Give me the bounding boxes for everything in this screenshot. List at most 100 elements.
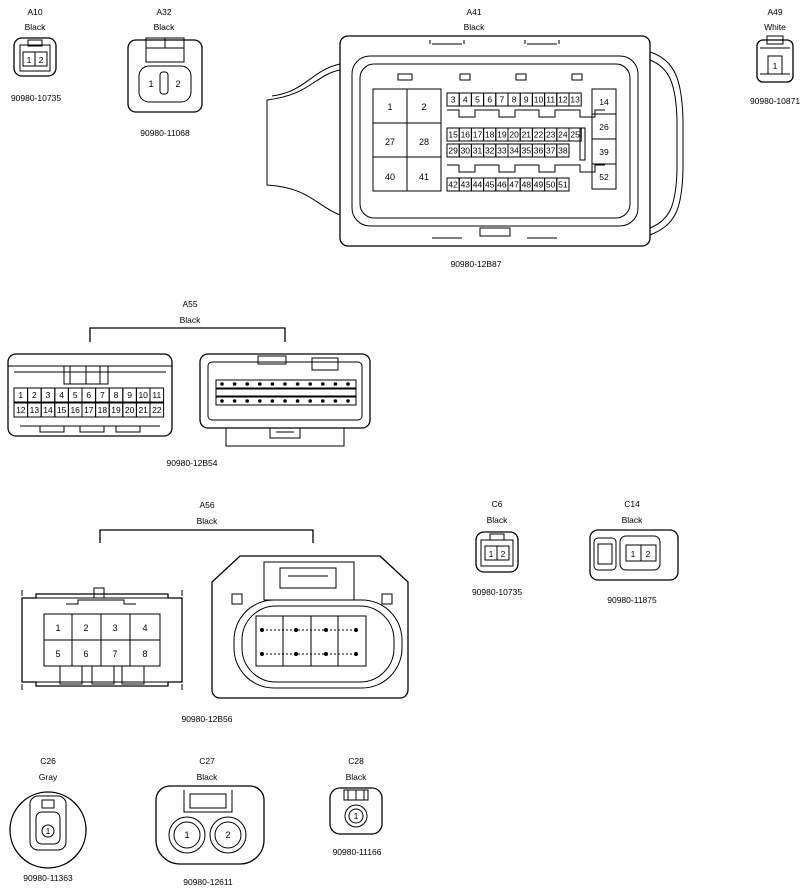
a56-row2-pin: 8 xyxy=(142,649,147,659)
a55-terminal-dot xyxy=(258,399,262,403)
a55-row1-cell xyxy=(149,387,165,403)
a56-row1-pin: 1 xyxy=(55,623,60,633)
a10-code: A10 xyxy=(27,7,42,17)
a55-row1-pin: 11 xyxy=(152,390,161,400)
a55-terminal-dot xyxy=(245,382,249,386)
a41-row2-pin: 23 xyxy=(546,130,556,140)
a49-color: White xyxy=(764,22,786,32)
a41-row3-pin: 32 xyxy=(485,146,495,156)
a41-pin: 1 xyxy=(387,102,392,112)
a41-row3-pin: 29 xyxy=(448,146,458,156)
a55-terminal-dot xyxy=(270,382,275,386)
a41-row3-pin: 36 xyxy=(534,146,544,156)
a41-pin: 40 xyxy=(385,172,395,182)
a41-row1-pin: 11 xyxy=(546,95,555,105)
a55-row2-pin: 13 xyxy=(30,405,40,415)
a41-row3-pin: 31 xyxy=(473,146,483,156)
a41-row2-pin: 24 xyxy=(558,130,568,140)
a41-pin: 39 xyxy=(599,147,609,157)
a32-code: A32 xyxy=(156,7,171,17)
a55-terminal-dot xyxy=(232,382,237,386)
a55-row1-pin: 3 xyxy=(46,390,51,400)
c14-part: 90980-11875 xyxy=(607,595,657,605)
a49-part: 90980-10871 xyxy=(750,96,800,106)
a41-row3-pin: 30 xyxy=(461,146,471,156)
a41-color: Black xyxy=(464,22,486,32)
a55-row2-pin: 20 xyxy=(125,405,135,415)
a55-row1-pin: 7 xyxy=(100,390,105,400)
a55-terminal-dot xyxy=(283,382,287,386)
a55-row2-pin: 15 xyxy=(57,405,67,415)
a41-row3-pin: 34 xyxy=(509,146,519,156)
a49-pin: 1 xyxy=(773,61,778,71)
a41-row4-pin: 47 xyxy=(509,180,519,190)
c27-code: C27 xyxy=(199,756,215,766)
a41-row2-cell xyxy=(568,127,582,142)
a41-pin: 52 xyxy=(599,172,609,182)
a55-row2-pin: 18 xyxy=(98,405,108,415)
a55-part: 90980-12B54 xyxy=(166,458,217,468)
a56-row2-pin: 7 xyxy=(112,649,117,659)
a41-row1-cell xyxy=(568,92,582,107)
a56-row1-pin: 4 xyxy=(142,623,147,633)
a10-part: 90980-10735 xyxy=(11,93,61,103)
connector-c28: C28 Black 1 90980-11166 xyxy=(329,756,383,857)
a55-row2-cell xyxy=(149,402,165,418)
a41-row4-pin: 51 xyxy=(558,180,568,190)
c14-code: C14 xyxy=(624,499,640,509)
a55-terminal-dot xyxy=(308,382,313,386)
a41-row4-pin: 45 xyxy=(485,180,495,190)
a55-terminal-dot xyxy=(220,399,224,403)
a55-terminal-dot xyxy=(333,382,338,386)
a41-row3-pin: 38 xyxy=(558,146,568,156)
a41-row3-pin: 37 xyxy=(546,146,556,156)
connector-a49: A49 White 1 90980-10871 xyxy=(750,7,800,106)
a56-row-2: 5 6 7 8 xyxy=(55,649,147,659)
a41-row2-pin: 16 xyxy=(461,130,471,140)
a55-terminal-dot xyxy=(308,399,313,403)
a41-pin: 2 xyxy=(421,102,426,112)
a55-terminal-dot xyxy=(232,399,237,403)
a41-row4-pin: 42 xyxy=(448,180,458,190)
a56-row2-pin: 6 xyxy=(83,649,88,659)
a55-row1-pin: 1 xyxy=(18,390,23,400)
c28-color: Black xyxy=(346,772,368,782)
a55-row1-pin: 10 xyxy=(138,390,148,400)
a41-row3-pin: 35 xyxy=(522,146,532,156)
a41-row2-pin: 22 xyxy=(534,130,544,140)
c26-part: 90980-11363 xyxy=(23,873,73,883)
a55-terminal-dot xyxy=(333,399,338,403)
a55-row1-pin: 2 xyxy=(32,390,37,400)
connector-c27: C27 Black 1 2 90980-12611 xyxy=(155,756,265,887)
a41-row4-pin: 46 xyxy=(497,180,507,190)
connector-c6: C6 Black 1 2 90980-10735 xyxy=(472,499,522,597)
connector-a32: A32 Black 1 2 90980-11068 xyxy=(127,7,203,138)
c27-pin: 2 xyxy=(225,830,230,840)
a55-row2-pin: 17 xyxy=(84,405,94,415)
a10-color: Black xyxy=(25,22,47,32)
c27-pin: 1 xyxy=(184,830,189,840)
a56-row2-pin: 5 xyxy=(55,649,60,659)
a41-row2-pin: 20 xyxy=(509,130,519,140)
a56-row1-pin: 2 xyxy=(83,623,88,633)
a55-row1-pin: 4 xyxy=(59,390,64,400)
c6-color: Black xyxy=(487,515,509,525)
a55-terminal-dot xyxy=(270,399,275,403)
a41-row1-pin: 5 xyxy=(475,95,480,105)
a49-code: A49 xyxy=(767,7,782,17)
a55-terminal-dot xyxy=(295,382,300,386)
c28-part: 90980-11166 xyxy=(333,847,382,857)
a41-row3-pin: 33 xyxy=(497,146,507,156)
a41-row2-pin: 21 xyxy=(522,130,532,140)
a41-row4-pin: 43 xyxy=(461,180,471,190)
a41-code: A41 xyxy=(466,7,481,17)
a41-row1-pin: 7 xyxy=(500,95,505,105)
